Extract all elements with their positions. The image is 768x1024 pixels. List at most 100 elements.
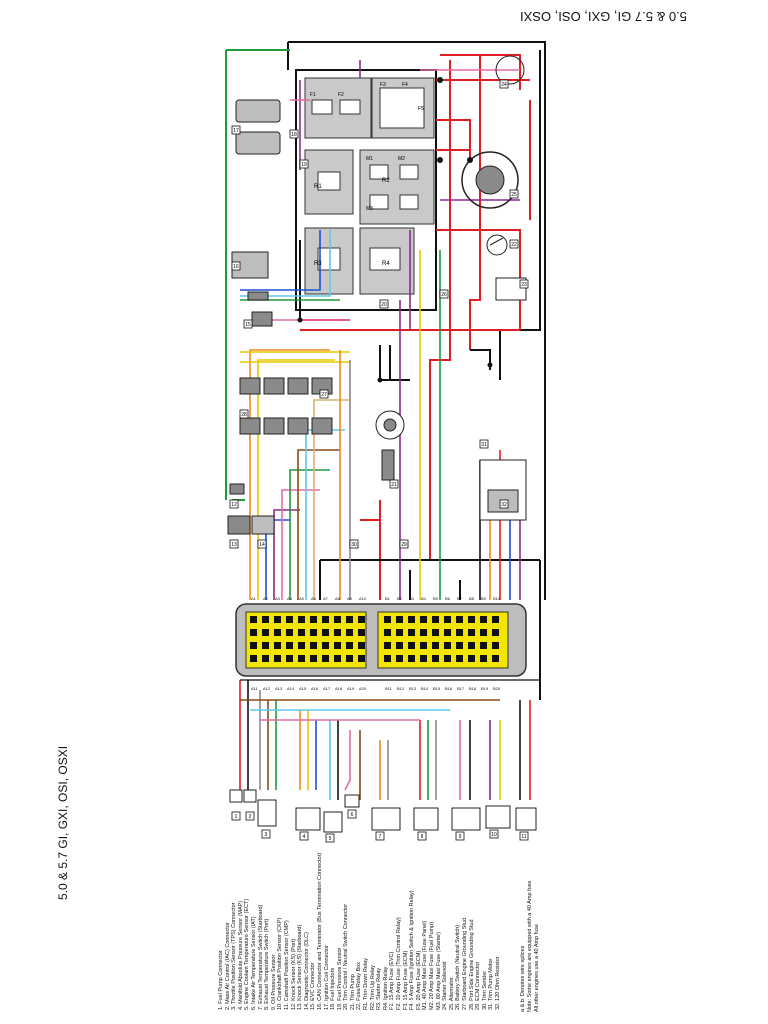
ecm-pin-label: A13 [275,686,283,691]
ecm-pin-label: B9 [481,596,487,601]
ecm-pin-label: A8 [335,596,341,601]
ecm-pin [298,655,305,662]
ecm-pin [346,642,353,649]
ecm-pin-label: B8 [469,596,475,601]
callout-marker: 12 [229,499,239,509]
legend-item: 9. Oil Pressure Sensor [270,954,277,1010]
relay-label: R4 [382,261,390,267]
callout-number: 17 [233,128,239,134]
ecm-pin [346,655,353,662]
callout-marker: 17 [231,125,241,135]
note-item: Note: Some engines are equipped with a 4… [526,880,533,1012]
callout-marker: 24 [499,79,509,89]
ecm-pin [384,629,391,636]
ecm-pin-label: B3 [409,596,415,601]
legend-item: 3. Throttle Position Sensor (TPS) Connec… [231,902,238,1010]
callout-number: 9 [459,834,462,840]
callout-number: 8 [421,834,424,840]
diagram-title-top: 5.0 & 5.7 GI, GXI, OSI, OSXI [520,9,687,24]
fuel-pump-connector [229,789,243,803]
ecm-pin-label: A1 [251,596,257,601]
ecm-pin-label: A15 [299,686,307,691]
ecm-pin-label: A17 [323,686,331,691]
ecm-pin [408,616,415,623]
ecm-pin-label: A7 [323,596,329,601]
legend-item: 4. Manifold Absolute Pressure Sensor (MA… [237,900,244,1010]
ecm-pin-label: B18 [469,686,477,691]
ecm-pin [250,642,257,649]
callout-number: 26 [441,292,447,298]
callout-marker: 27 [319,389,329,399]
legend-item: 12. Knock Sensor (KS) (Port) [290,938,297,1010]
ecm-pin-label: B2 [397,596,403,601]
callout-marker: 16 [231,261,241,271]
ecm-pin [456,642,463,649]
legend-item: M3. 80 Amp Maxi Fuse (Starter) [435,932,442,1010]
ecm-pin-label: B13 [409,686,417,691]
legend-item: 1. Fuel Pump Connector [218,950,224,1010]
legend-item: F2. 10 Amp Fuse (Trim Control Relay) [396,917,403,1010]
ecm-pin [492,642,499,649]
ecm-pin [444,655,451,662]
ecm-pin [444,629,451,636]
callout-marker: 19 [299,159,309,169]
fuse-label: F2 [338,92,344,98]
iac-connector [257,799,277,827]
callout-number: 32 [501,502,507,508]
callout-marker: 6 [347,809,357,819]
ecm-pin [468,655,475,662]
callout-number: 30 [351,542,357,548]
callout-marker: 23 [519,279,529,289]
legend-item: 26. Battery Switch (Neutral Switch) [455,925,462,1010]
ecm-pin [456,629,463,636]
ecm-pin [334,629,341,636]
map-connector [323,811,343,833]
ecm-pin [420,616,427,623]
ecm-pin [408,642,415,649]
fuse-relay-panel [295,69,437,311]
ecm-pin-label: A9 [347,596,353,601]
legend-item: 7. Exhaust Temperature Switch (Starboard… [257,904,264,1010]
ecm-pin-label: B15 [433,686,441,691]
callout-marker: 30 [349,539,359,549]
fuse-label: M3 [366,206,373,212]
legend-item: 22. Fuse/Relay Box [356,962,363,1010]
callout-number: 22 [511,242,517,248]
fuse-label: M1 [366,156,373,162]
ecm-pin [298,642,305,649]
ecm-pin [298,629,305,636]
ecm-pin-label: A4 [287,596,293,601]
ecm-pin [444,616,451,623]
ecm-pin [310,629,317,636]
legend-item: R3. Starter Relay [376,967,383,1010]
legend-item: 8. Exhaust Temperature Switch (Port) [264,918,271,1010]
ecm-pin [420,629,427,636]
ecm-pin [274,642,281,649]
callout-number: 29 [401,542,407,548]
callout-number: 25 [511,192,517,198]
ecm-pin [346,616,353,623]
right-components [375,55,527,521]
sensor-connectors [229,789,537,833]
callout-number: 20 [381,302,387,308]
fuse-label: M2 [398,156,405,162]
legend-item: R2. Trim Up Relay [369,965,376,1010]
callout-number: 3 [265,832,268,838]
legend-item: 14. Diagnostic Connector (DLC) [303,932,310,1010]
callout-marker: 14 [257,539,267,549]
ecm-pin [250,629,257,636]
relay-label: R1 [314,184,322,190]
ecm-pin-label: A5 [299,596,305,601]
ecm-pin-label: B20 [493,686,501,691]
diagram-title-side: 5.0 & 5.7 GI, GXI, OSI, OSXI [56,745,70,900]
ecm-pin-label: B11 [385,686,393,691]
legend-item: 29. ECM Connector [475,961,482,1010]
ecm-pin [396,616,403,623]
callout-number: 16 [233,264,239,270]
ecm-pin [334,642,341,649]
legend-item: 32. 120 Ohm Resistor [494,956,501,1011]
legend-item: R4. Ignition Relay [382,966,389,1010]
callout-marker: 31 [479,439,489,449]
